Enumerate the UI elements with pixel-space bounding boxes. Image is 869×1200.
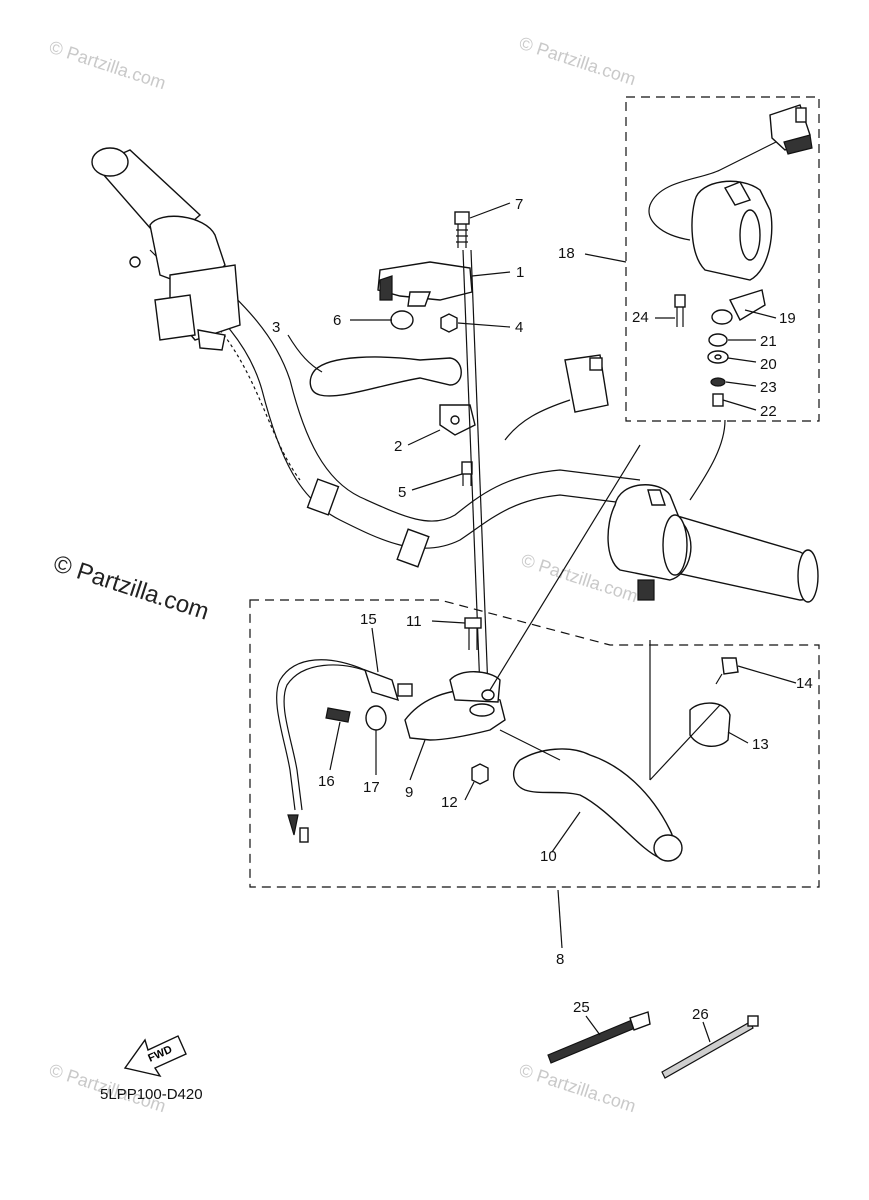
left-grip-assembly: [91, 147, 241, 351]
switch-kit-box: [625, 96, 820, 422]
callout-13: 13: [752, 736, 769, 753]
switch-kit-parts: [648, 104, 813, 407]
callout-4: 4: [515, 319, 523, 336]
callout-11: 11: [406, 613, 422, 630]
watermark-text: © Partzilla.com: [517, 1060, 639, 1117]
callout-22: 22: [760, 403, 777, 420]
callout-2: 2: [394, 438, 402, 455]
upper-parts: [309, 211, 489, 691]
callout-25: 25: [573, 999, 590, 1016]
callout-5: 5: [398, 484, 406, 501]
watermark-text: © Partzilla.com: [517, 33, 639, 90]
callout-18: 18: [558, 245, 575, 262]
watermark-text: © Partzilla.com: [47, 37, 169, 94]
callout-16: 16: [318, 773, 335, 790]
diagram-code: 5LPP100-D420: [100, 1086, 203, 1103]
callout-26: 26: [692, 1006, 709, 1023]
callout-19: 19: [779, 310, 796, 327]
callout-21: 21: [760, 333, 777, 350]
fwd-arrow-icon: FWD: [123, 1035, 187, 1078]
callout-24: 24: [632, 309, 649, 326]
clutch-kit-box: [249, 599, 820, 888]
callout-3: 3: [272, 319, 280, 336]
callout-7: 7: [515, 196, 523, 213]
callout-1: 1: [516, 264, 524, 281]
callout-15: 15: [360, 611, 377, 628]
clutch-kit-parts: [276, 617, 739, 862]
callout-6: 6: [333, 312, 341, 329]
callouts: 7 1 4 6 3 2 5 18 24 19 21 20 23 22 15 11…: [272, 196, 813, 1023]
leader-lines: [287, 202, 797, 1043]
callout-23: 23: [760, 379, 777, 396]
assembly-lines: [489, 444, 721, 781]
callout-14: 14: [796, 675, 813, 692]
callout-20: 20: [760, 356, 777, 373]
callout-8: 8: [556, 951, 564, 968]
right-switch-assembly: [504, 354, 726, 601]
watermark-text-dark: © Partzilla.com: [50, 550, 212, 626]
cable-ties: [547, 1011, 759, 1079]
callout-17: 17: [363, 779, 380, 796]
callout-9: 9: [405, 784, 413, 801]
callout-12: 12: [441, 794, 458, 811]
callout-10: 10: [540, 848, 557, 865]
